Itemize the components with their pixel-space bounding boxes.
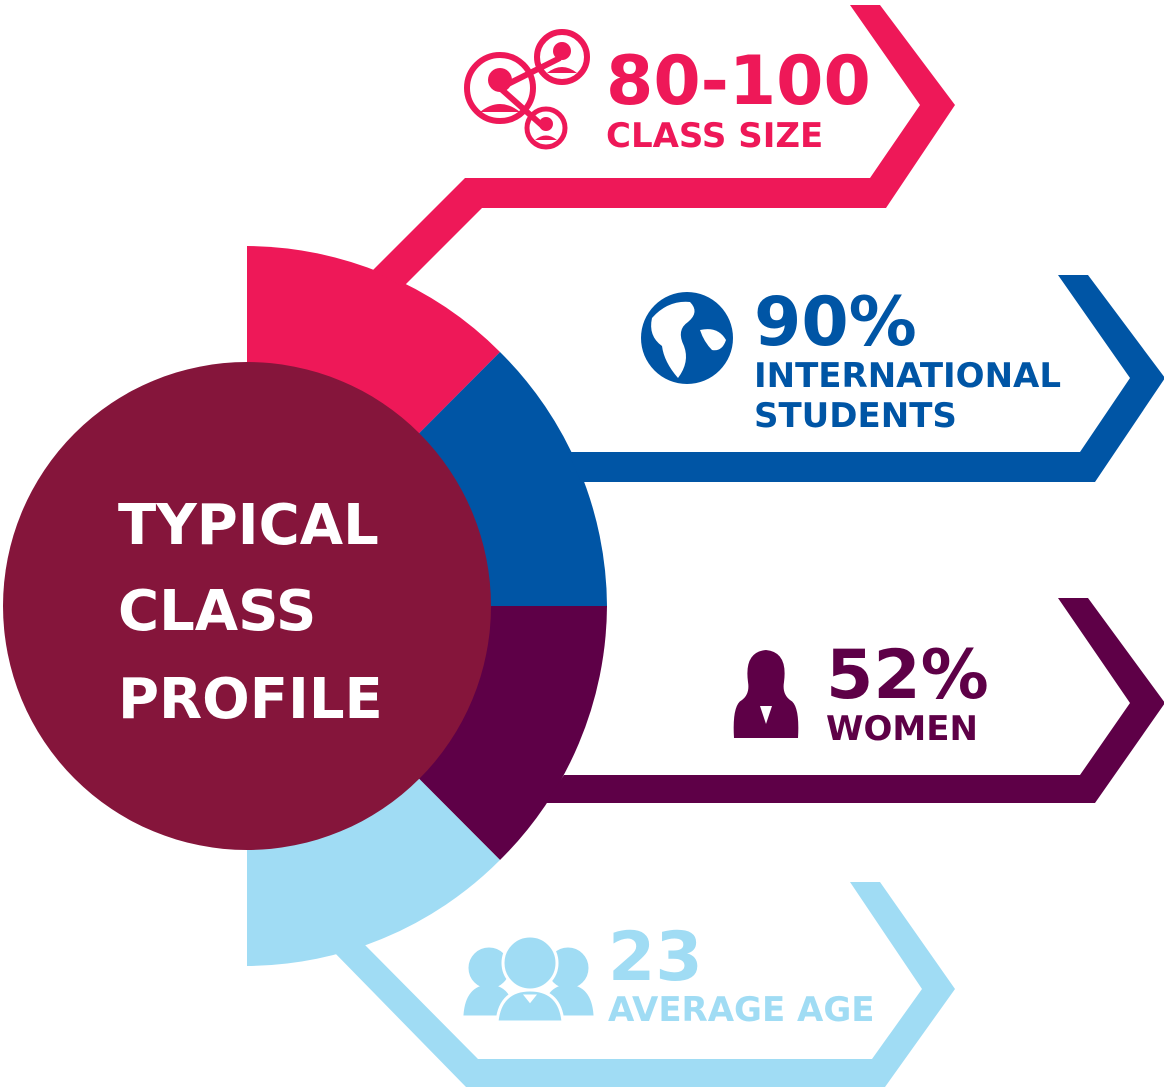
stat-value-average-age: 23 [608,918,703,997]
stat-value-women: 52% [826,636,989,715]
group-icon [463,934,594,1024]
arrow-band-women [545,598,1164,803]
woman-icon [733,650,799,738]
center-line-3: PROFILE [118,667,383,732]
center-line-2: CLASS [118,579,316,644]
stat-value-class-size: 80-100 [606,42,871,121]
stat-label-international-line-2: STUDENTS [754,396,957,436]
stat-label-average-age: AVERAGE AGE [608,990,874,1030]
stat-label-class-size: CLASS SIZE [606,116,823,156]
stat-value-international: 90% [754,283,917,362]
stat-label-women: WOMEN [826,709,978,749]
center-line-1: TYPICAL [118,493,379,558]
stat-label-international-line-1: INTERNATIONAL [754,356,1061,396]
arrow-band-international [568,275,1164,482]
arrow-band-average-age [330,882,955,1087]
center-circle [3,362,491,850]
arrow-band-class-size [373,5,955,287]
globe-icon [641,292,733,384]
people-network-icon [464,29,590,150]
